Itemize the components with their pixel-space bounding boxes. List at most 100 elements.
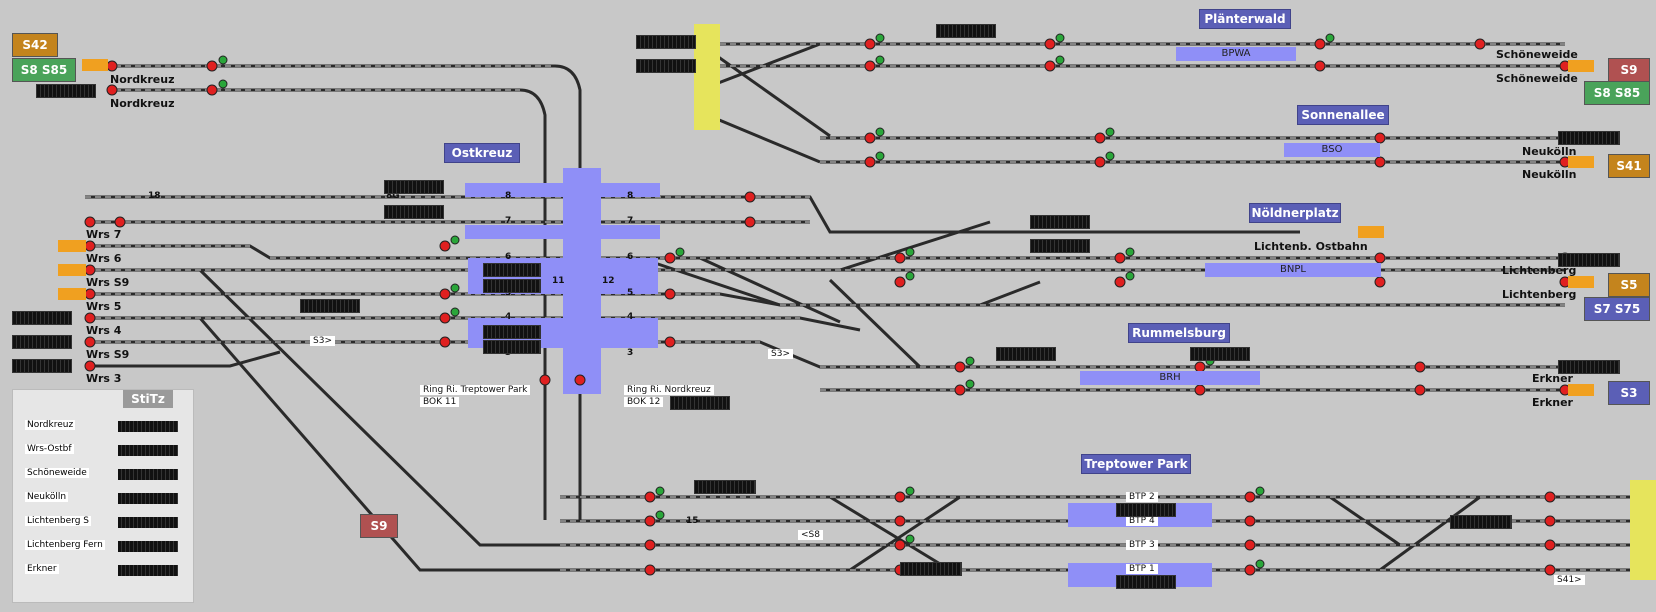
- track-number-4a: 4: [505, 312, 512, 322]
- label-erkner-1: Erkner: [1532, 372, 1573, 385]
- train-display: [36, 84, 96, 98]
- entry-button-wrs5[interactable]: [58, 288, 86, 300]
- route-s9-right[interactable]: S9: [1608, 58, 1650, 82]
- train-display: [483, 340, 541, 354]
- route-s42[interactable]: S42: [12, 33, 58, 57]
- train-display: [670, 396, 730, 410]
- route-s41[interactable]: S41: [1608, 154, 1650, 178]
- train-display: [384, 180, 444, 194]
- label-neukoelln-2: Neukölln: [1522, 168, 1577, 181]
- label-nordkreuz-2: Nordkreuz: [110, 97, 175, 110]
- stitz-counter[interactable]: [118, 517, 178, 528]
- track-number-8g: 8G: [386, 191, 400, 201]
- route-s9-bottom[interactable]: S9: [360, 514, 398, 538]
- label-s3-exit-a: S3>: [310, 336, 335, 346]
- track-diag-mid: [639, 256, 781, 307]
- station-sonnenallee: Sonnenallee: [1297, 105, 1389, 125]
- stitz-row-lichtenberg-s: Lichtenberg S: [25, 516, 92, 526]
- station-treptower-park: Treptower Park: [1081, 454, 1191, 474]
- train-display: [1558, 131, 1620, 145]
- label-wrs-7: Wrs 7: [86, 228, 122, 241]
- entry-button-schoeneweide[interactable]: [1568, 60, 1594, 72]
- track-number-3b: 3: [627, 348, 634, 358]
- label-wrs-5: Wrs 5: [86, 300, 122, 313]
- train-display: [1190, 347, 1250, 361]
- stitz-row-neukoelln: Neukölln: [25, 492, 69, 502]
- route-s7-s75[interactable]: S7 S75: [1584, 297, 1650, 321]
- train-display: [483, 279, 541, 293]
- label-wrs-4: Wrs 4: [86, 324, 122, 337]
- stitz-counter[interactable]: [118, 541, 178, 552]
- track-cross-2: [198, 317, 700, 572]
- platform-bnpl: BNPL: [1205, 263, 1381, 277]
- station-ostkreuz: Ostkreuz: [444, 143, 520, 163]
- stitz-title: StiTz: [123, 390, 173, 408]
- track-wrs-3: [85, 350, 281, 368]
- ostkreuz-platform-block: [465, 168, 660, 394]
- entry-button-neukoelln[interactable]: [1568, 156, 1594, 168]
- stitz-counter[interactable]: [118, 565, 178, 576]
- entry-button-lichtenb-ostbahn[interactable]: [1358, 226, 1384, 238]
- track-wrs-8: [85, 195, 1300, 234]
- track-number-6b: 6: [627, 252, 634, 262]
- stitz-counter[interactable]: [118, 493, 178, 504]
- label-bok-11: BOK 11: [420, 397, 460, 407]
- platform-bso: BSO: [1284, 143, 1380, 157]
- route-s5[interactable]: S5: [1608, 273, 1650, 297]
- entry-button-lichtenberg[interactable]: [1568, 276, 1594, 288]
- train-display: [1030, 215, 1090, 229]
- track-diag-mid2: [699, 256, 841, 324]
- entry-button-nordkreuz[interactable]: [82, 59, 108, 71]
- track-ring-a: [699, 42, 831, 138]
- track-number-4b: 4: [627, 312, 634, 322]
- track-nordkreuz-2: [115, 88, 547, 520]
- track-nordkreuz-1: [115, 64, 582, 520]
- label-btp1: BTP 1: [1126, 564, 1158, 574]
- label-wrs-s9a: Wrs S9: [86, 276, 130, 289]
- label-lichtenb-ostbahn: Lichtenb. Ostbahn: [1254, 240, 1368, 253]
- train-display: [1450, 515, 1512, 529]
- left-block-indicator: [694, 24, 720, 130]
- train-display: [12, 311, 72, 325]
- train-display: [1116, 575, 1176, 589]
- route-s8-s85-left[interactable]: S8 S85: [12, 58, 76, 82]
- entry-button-wrs6[interactable]: [58, 240, 86, 252]
- label-erkner-2: Erkner: [1532, 396, 1573, 409]
- track-number-18: 18: [148, 191, 161, 201]
- label-neukoelln-1: Neukölln: [1522, 145, 1577, 158]
- label-wrs-s9b: Wrs S9: [86, 348, 130, 361]
- stitz-counter[interactable]: [118, 421, 178, 432]
- track-number-11: 11: [552, 276, 565, 286]
- track-diag-lichtenberg: [979, 280, 1041, 307]
- label-ring-nordkreuz: Ring Ri. Nordkreuz: [624, 385, 714, 395]
- label-schoeneweide-2: Schöneweide: [1496, 72, 1578, 85]
- entry-button-erkner[interactable]: [1568, 384, 1594, 396]
- track-number-6a: 6: [505, 252, 512, 262]
- entry-button-wrss9[interactable]: [58, 264, 86, 276]
- train-display: [1558, 360, 1620, 374]
- train-display: [636, 59, 696, 73]
- stitz-counter[interactable]: [118, 469, 178, 480]
- track-number-15: 15: [686, 516, 699, 526]
- label-ring-treptower: Ring Ri. Treptower Park: [420, 385, 531, 395]
- stitz-counter[interactable]: [118, 445, 178, 456]
- stitz-row-schoeneweide: Schöneweide: [25, 468, 89, 478]
- label-wrs-3: Wrs 3: [86, 372, 122, 385]
- track-number-7a: 7: [505, 216, 512, 226]
- platform-bpwa: BPWA: [1176, 47, 1296, 61]
- label-btp2: BTP 2: [1126, 492, 1158, 502]
- label-lichtenberg-1: Lichtenberg: [1502, 264, 1577, 277]
- track-diag-ostbahn: [839, 220, 991, 272]
- track-number-5a: 5: [505, 288, 512, 298]
- train-display: [384, 205, 444, 219]
- track-schoene-cross: [198, 268, 700, 547]
- label-nordkreuz-1: Nordkreuz: [110, 73, 175, 86]
- track-number-7b: 7: [627, 216, 634, 226]
- train-display: [12, 359, 72, 373]
- route-s3[interactable]: S3: [1608, 381, 1650, 405]
- route-s8-s85-right[interactable]: S8 S85: [1584, 81, 1650, 105]
- stitz-panel: StiTz Nordkreuz Wrs-Ostbf Schöneweide Ne…: [12, 389, 194, 603]
- train-display: [1116, 503, 1176, 517]
- label-lichtenberg-2: Lichtenberg: [1502, 288, 1577, 301]
- stitz-row-lichtenberg-fern: Lichtenberg Fern: [25, 540, 105, 550]
